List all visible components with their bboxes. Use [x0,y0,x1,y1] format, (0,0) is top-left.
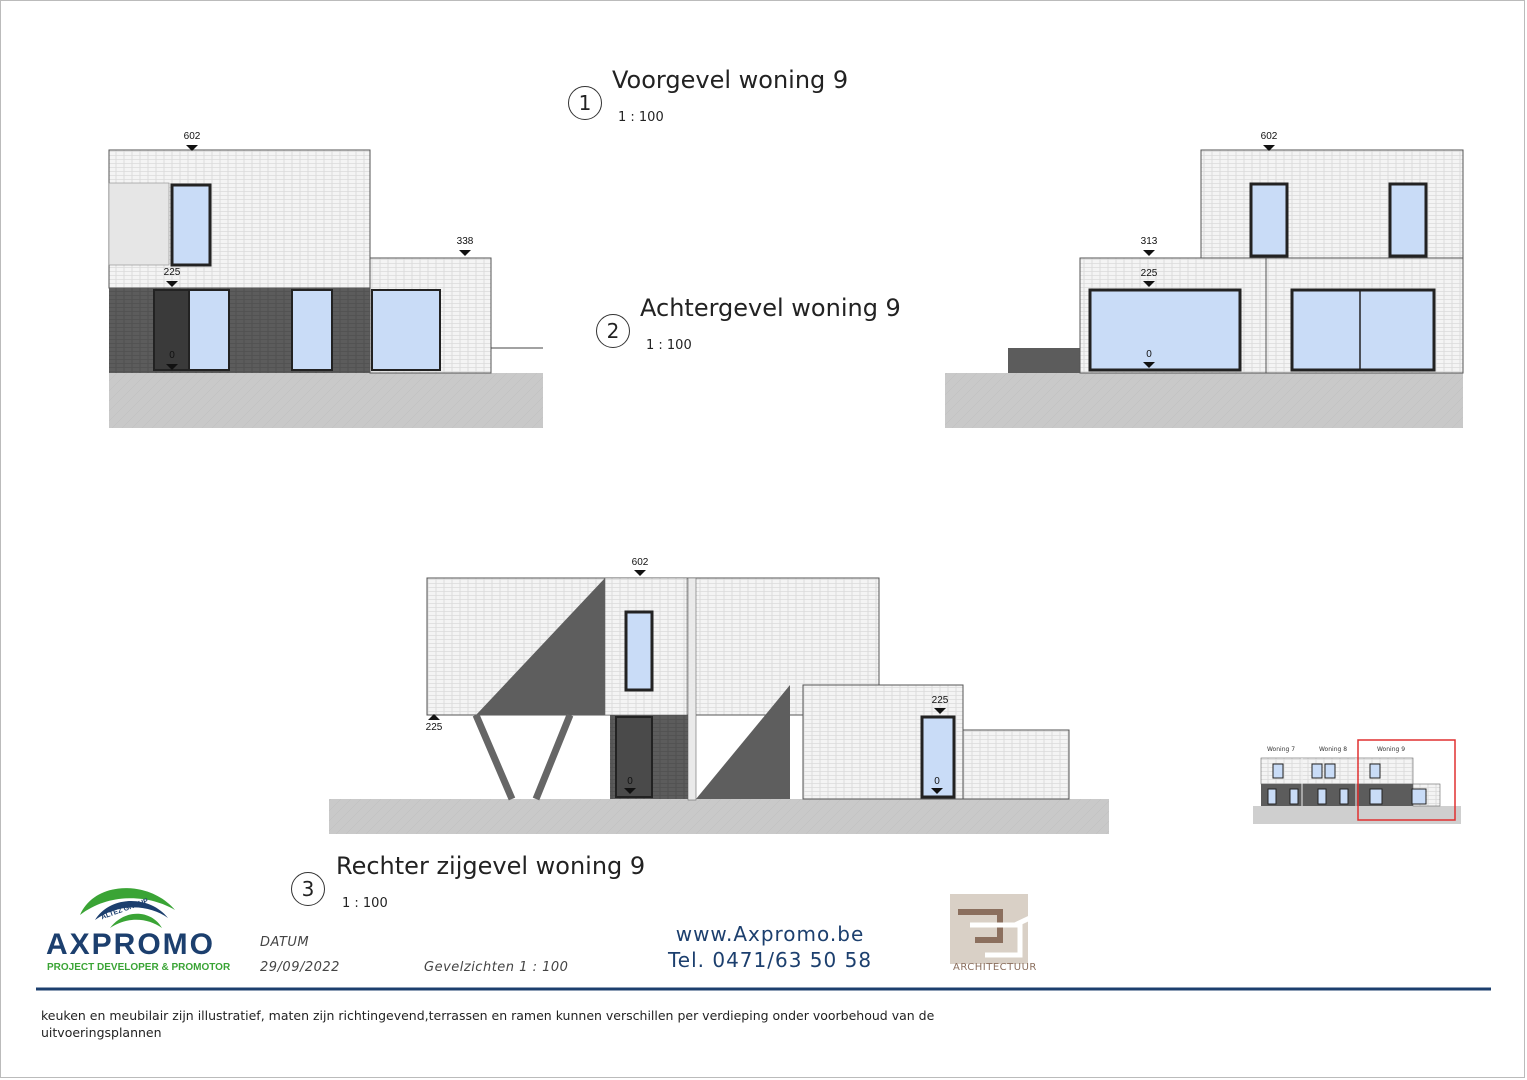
side-level-marker-left [428,714,440,720]
keyplan-lower [1261,784,1413,806]
phone-number[interactable]: Tel. 0471/63 50 58 [667,948,873,972]
side-door [615,716,653,798]
side-level-ground-left: 0 [627,776,633,787]
view-2-title: Achtergevel woning 9 [640,294,901,322]
keyplan-label-3: Woning 9 [1377,746,1405,753]
side-level-top: 602 [632,557,649,568]
side-level-marker-ground-right [931,788,943,794]
keyplan-door-5 [1369,788,1383,805]
keyplan-window-1 [1272,763,1284,779]
keyplan-upper [1260,757,1414,785]
rear-level-marker-top [1263,145,1275,151]
side-level-right: 225 [932,695,949,706]
side-shadow-upper [476,578,605,715]
side-downpipe [687,577,697,801]
keyplan-door-2 [1289,788,1299,805]
view-3-scale: 1 : 100 [342,896,388,911]
side-level-marker-right [934,708,946,714]
front-ground [109,373,543,428]
date-value: 29/09/2022 [260,960,340,975]
keyplan-highlight [1357,739,1456,821]
view-3-number: 3 [291,872,325,906]
front-cladding-panel [108,182,170,266]
front-level-floor: 225 [164,267,181,278]
rear-level-floor: 225 [1141,268,1158,279]
rear-sliding-window-right [1290,288,1436,372]
view-1-scale: 1 : 100 [618,110,664,125]
side-level-ground-right: 0 [934,776,940,787]
rear-wall-left [1008,348,1080,373]
keyplan-label-1: Woning 7 [1267,746,1295,753]
front-elevation: 602 338 225 0 [108,131,543,428]
keyplan-door-1 [1267,788,1277,805]
keyplan-ground [1253,806,1461,824]
side-level-marker-ground-left [624,788,636,794]
side-annex-window [920,715,956,799]
rear-upper-window-left [1249,182,1289,258]
date-label: DATUM [260,935,310,950]
rear-ground [945,373,1463,428]
front-window-annex [371,289,441,371]
axpromo-logo-mark [80,888,175,928]
keyplan-dividers [1301,758,1357,806]
disclaimer-text: keuken en meubilair zijn illustratief, m… [41,1008,935,1040]
front-level-top: 602 [184,131,201,142]
side-shadow-lower [696,685,790,799]
view-1-number: 1 [568,86,602,120]
rear-level-ground: 0 [1146,349,1152,360]
front-door-glass [188,289,230,371]
front-level-ground: 0 [169,350,175,361]
architect-label: ARCHITECTUUR [953,962,1037,973]
front-level-annex: 338 [457,236,474,247]
front-level-marker-floor [166,281,178,287]
view-1-title: Voorgevel woning 9 [612,66,849,94]
side-ground [329,799,1109,834]
rear-elevation: 602 313 225 0 [945,131,1464,428]
side-support-columns [472,713,574,801]
rear-sliding-window-left [1088,288,1242,372]
rear-upper-window-right [1388,182,1428,258]
rear-level-marker-annex [1143,250,1155,256]
side-level-marker-top [634,570,646,576]
side-elevation: 602 225 225 0 0 [329,557,1109,834]
keyplan-window-3 [1324,763,1336,779]
keyplan-door-3 [1317,788,1327,805]
side-upper-window [624,610,654,692]
front-level-marker-annex [459,250,471,256]
sheet-title: Gevelzichten 1 : 100 [424,960,569,975]
rear-level-marker-floor [1143,281,1155,287]
keyplan-door-6 [1411,788,1427,805]
architect-logo [950,894,1038,964]
side-level-left: 225 [426,722,443,733]
key-plan: Woning 7 Woning 8 Woning 9 [1253,739,1461,824]
front-level-marker-top [186,145,198,151]
rear-level-top: 602 [1261,131,1278,142]
front-level-marker-ground [166,364,178,370]
side-garden-wall [962,729,1070,800]
keyplan-door-4 [1339,788,1349,805]
keyplan-label-2: Woning 8 [1319,746,1347,753]
view-3-title: Rechter zijgevel woning 9 [336,852,646,880]
keyplan-window-4 [1369,763,1381,779]
front-upper-window [170,183,212,267]
website-link[interactable]: www.Axpromo.be [675,922,865,946]
rear-level-annex: 313 [1141,236,1158,247]
view-2-number: 2 [596,314,630,348]
rear-level-marker-ground [1143,362,1155,368]
view-2-scale: 1 : 100 [646,338,692,353]
brand-name: AXPROMO [46,928,216,961]
front-window-middle [291,289,333,371]
brand-subtitle: PROJECT DEVELOPER & PROMOTOR [47,962,231,973]
keyplan-window-2 [1311,763,1323,779]
